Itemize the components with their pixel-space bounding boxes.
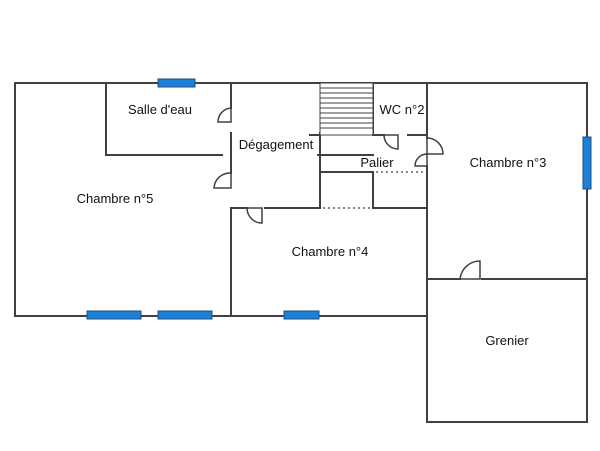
label-degagement: Dégagement: [239, 137, 314, 152]
window-chambre4: [283, 310, 320, 320]
door-wc: [383, 134, 399, 150]
label-chambre4: Chambre n°4: [292, 244, 369, 259]
door-grenier: [459, 260, 481, 280]
windows: [86, 78, 592, 320]
doors: [213, 107, 481, 280]
window-chambre3: [582, 136, 592, 190]
staircase: [319, 82, 374, 136]
label-wc2: WC n°2: [380, 102, 425, 117]
room-labels: Salle d'eau Dégagement WC n°2 Palier Cha…: [77, 102, 547, 348]
label-chambre5: Chambre n°5: [77, 191, 154, 206]
door-chambre4: [246, 207, 263, 224]
door-chambre5: [213, 172, 232, 189]
label-grenier: Grenier: [485, 333, 529, 348]
label-chambre3: Chambre n°3: [470, 155, 547, 170]
door-chambre3: [426, 137, 444, 155]
label-palier: Palier: [360, 155, 394, 170]
window-salle-deau: [157, 78, 196, 88]
walls: [14, 82, 588, 423]
window-chambre5-b: [157, 310, 213, 320]
door-salle-deau: [217, 107, 232, 123]
label-salle-deau: Salle d'eau: [128, 102, 192, 117]
window-chambre5-a: [86, 310, 142, 320]
openings: [323, 171, 425, 209]
door-palier: [414, 153, 428, 167]
